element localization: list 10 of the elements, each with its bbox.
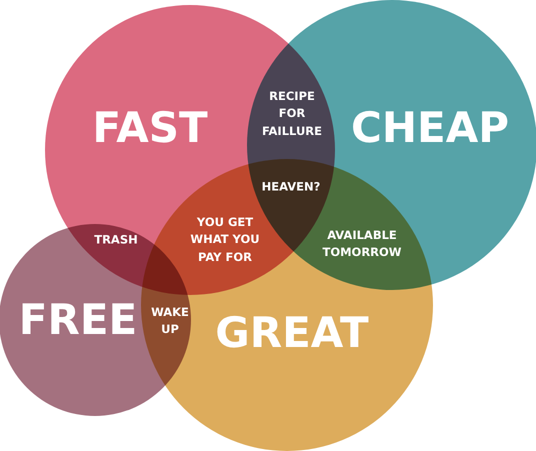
circle-label: CHEAP [351,107,509,149]
circle-label: FREE [18,299,138,341]
overlap-label: RECIPE FOR FAILLURE [260,88,323,140]
circle-label: FAST [92,107,208,149]
overlap-label: YOU GET WHAT YOU PAY FOR [189,214,261,266]
overlap-label: AVAILABLE TOMORROW [321,226,402,261]
overlap-label: HEAVEN? [260,178,322,196]
overlap-label: TRASH [93,231,139,248]
overlap-label: WAKE UP [150,304,190,338]
circle-label: GREAT [215,312,369,354]
